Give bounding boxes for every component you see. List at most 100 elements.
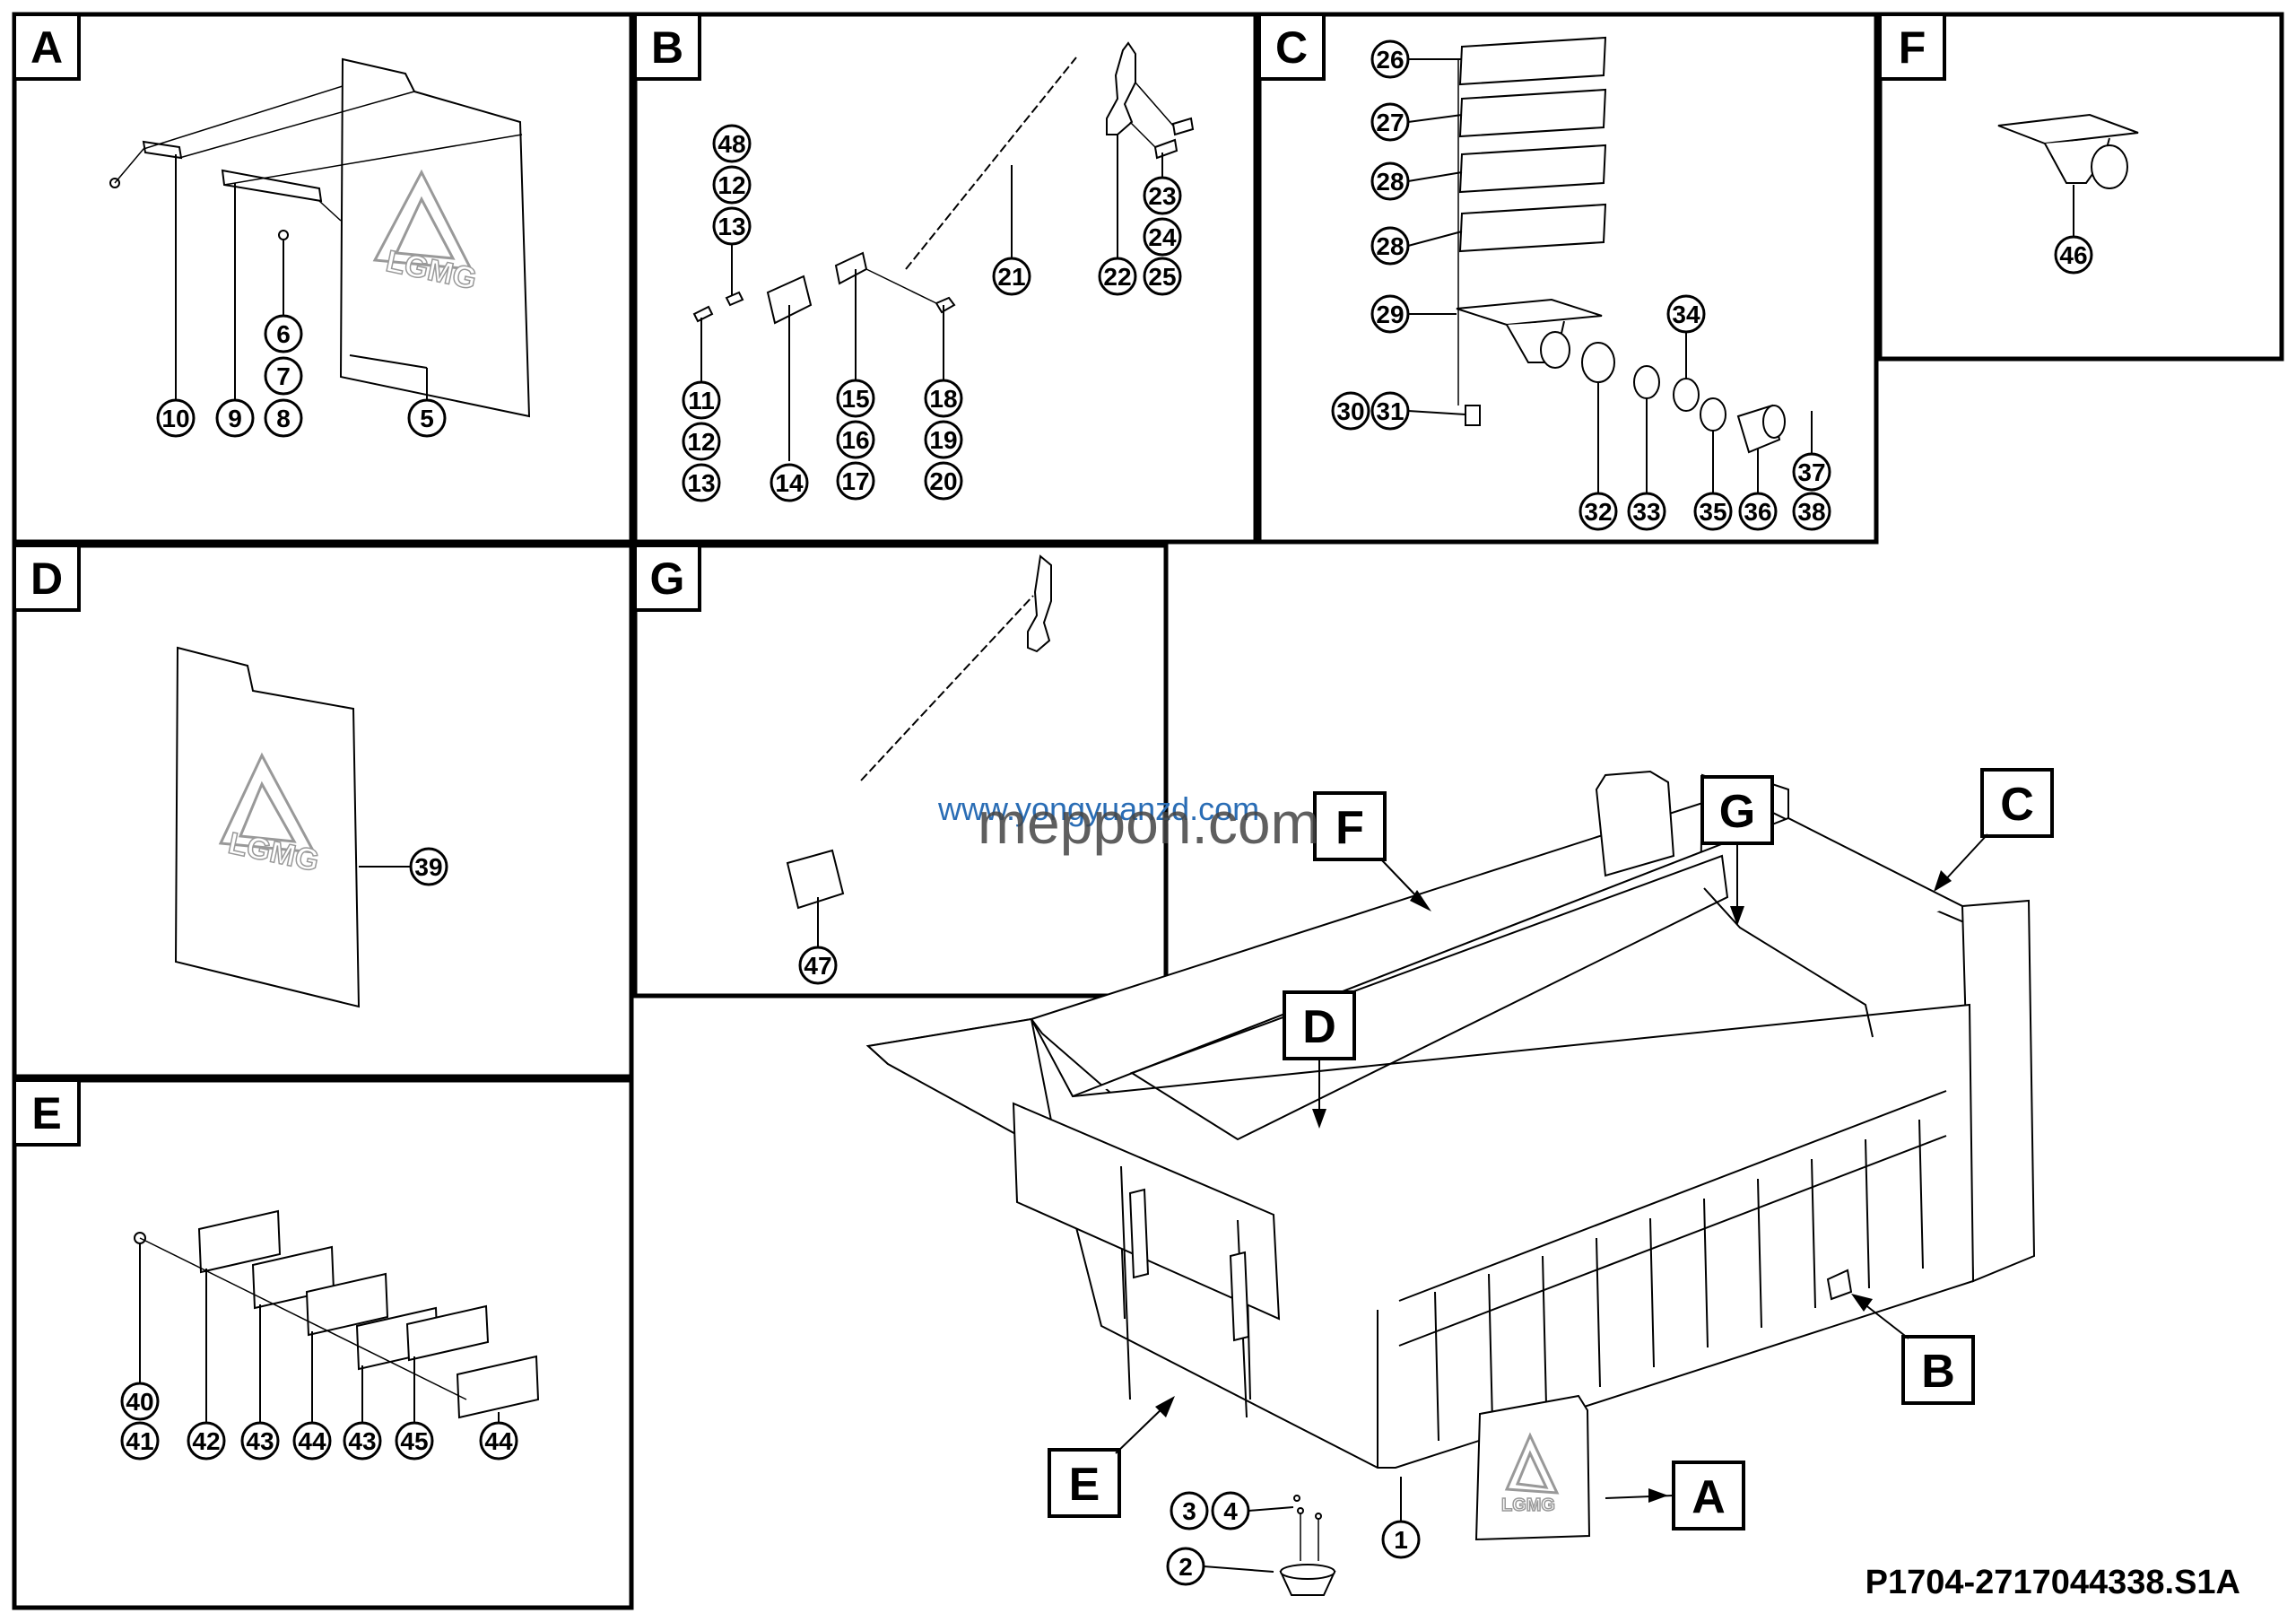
callout-44-a: 44	[292, 1421, 332, 1461]
callout-48: 48	[712, 124, 752, 163]
svg-text:7: 7	[276, 362, 291, 390]
svg-text:D: D	[1302, 1001, 1336, 1053]
svg-text:4: 4	[1223, 1497, 1238, 1525]
svg-text:36: 36	[1744, 498, 1771, 526]
callout-4: 4	[1211, 1491, 1250, 1530]
svg-text:37: 37	[1797, 458, 1825, 486]
svg-text:15: 15	[841, 385, 869, 413]
mud-flap-part	[339, 57, 531, 418]
svg-text:23: 23	[1148, 182, 1176, 210]
svg-text:32: 32	[1584, 498, 1612, 526]
callout-12-top: 12	[712, 165, 752, 205]
svg-text:39: 39	[414, 853, 442, 881]
panel-g-drawing	[786, 554, 1052, 947]
callout-6: 6	[264, 314, 303, 353]
svg-text:LGMG: LGMG	[1501, 1496, 1555, 1515]
svg-text:42: 42	[192, 1427, 220, 1455]
callout-18: 18	[924, 379, 963, 418]
svg-text:20: 20	[929, 467, 957, 495]
svg-text:12: 12	[687, 428, 715, 456]
svg-text:A: A	[30, 22, 63, 73]
callout-3: 3	[1170, 1491, 1209, 1530]
callout-11: 11	[682, 380, 721, 420]
callout-5: 5	[407, 398, 447, 438]
panel-e-frame	[12, 1077, 634, 1610]
svg-text:C: C	[2000, 779, 2034, 831]
callout-25: 25	[1143, 257, 1182, 296]
callout-13-top: 13	[712, 206, 752, 246]
svg-text:26: 26	[1376, 46, 1404, 74]
svg-text:11: 11	[688, 387, 715, 414]
panel-tag-b: B	[633, 13, 701, 81]
panel-c-frame	[1257, 12, 1879, 545]
watermark-brand: meppon.com	[978, 789, 1320, 856]
svg-text:1: 1	[1394, 1526, 1408, 1554]
callout-45: 45	[395, 1421, 434, 1461]
callout-21: 21	[992, 257, 1031, 296]
svg-text:G: G	[650, 554, 685, 604]
view-callout-a: A	[1605, 1461, 1745, 1530]
callout-28-top: 28	[1370, 161, 1410, 201]
svg-text:16: 16	[841, 426, 869, 454]
svg-text:5: 5	[420, 405, 434, 432]
callout-28-bottom: 28	[1370, 226, 1410, 266]
svg-text:17: 17	[841, 467, 869, 495]
bump-pad-2-part	[1203, 1495, 1336, 1596]
callout-22: 22	[1098, 257, 1137, 296]
callout-46: 46	[2054, 235, 2093, 275]
callout-12-bottom: 12	[682, 422, 721, 461]
callout-38: 38	[1792, 492, 1831, 531]
callout-9: 9	[215, 398, 255, 438]
panel-f-frame	[1877, 12, 2284, 362]
svg-text:22: 22	[1103, 263, 1131, 291]
callout-40: 40	[120, 1382, 160, 1421]
callout-20: 20	[924, 461, 963, 501]
callout-42: 42	[187, 1421, 226, 1461]
callout-24: 24	[1143, 217, 1182, 257]
svg-text:F: F	[1335, 802, 1364, 854]
callout-14: 14	[770, 463, 809, 502]
svg-text:46: 46	[2059, 241, 2087, 269]
svg-text:41: 41	[126, 1427, 153, 1455]
svg-text:6: 6	[276, 320, 291, 348]
callout-35: 35	[1693, 492, 1733, 531]
svg-text:13: 13	[718, 213, 745, 240]
callout-39: 39	[409, 847, 448, 886]
svg-text:21: 21	[997, 263, 1025, 291]
panel-a-drawing: LGMG	[109, 57, 531, 418]
mud-flap-39-part	[174, 646, 361, 1008]
washer-32-part	[1581, 342, 1615, 383]
ribs	[1434, 1119, 1924, 1442]
panel-c-drawing	[1407, 36, 1813, 493]
lgmg-logo-body: LGMG	[1500, 1432, 1560, 1516]
svg-text:28: 28	[1376, 232, 1404, 260]
callout-43-b: 43	[343, 1421, 382, 1461]
svg-text:47: 47	[804, 952, 831, 980]
callout-23: 23	[1143, 176, 1182, 215]
watermark-url: www.yongyuanzd.com	[937, 790, 1259, 827]
panel-tag-e: E	[13, 1078, 81, 1147]
panel-tag-c: C	[1257, 13, 1326, 81]
callout-43-a: 43	[240, 1421, 280, 1461]
svg-text:A: A	[1692, 1471, 1726, 1523]
callout-2: 2	[1166, 1547, 1205, 1586]
callout-47: 47	[798, 946, 838, 985]
svg-text:9: 9	[228, 405, 242, 432]
svg-text:18: 18	[929, 385, 957, 413]
callout-33: 33	[1627, 492, 1666, 531]
svg-text:F: F	[1899, 22, 1926, 73]
panel-d-drawing: LGMG	[174, 646, 411, 1008]
svg-text:B: B	[651, 22, 683, 73]
panel-b-drawing	[692, 41, 1195, 461]
panel-tag-a: A	[13, 13, 81, 81]
panel-tag-d: D	[13, 544, 81, 612]
view-callout-c: C	[1934, 768, 2054, 892]
svg-text:2: 2	[1178, 1553, 1193, 1581]
callout-13-bottom: 13	[682, 463, 721, 502]
svg-text:34: 34	[1672, 301, 1700, 328]
svg-text:13: 13	[687, 469, 715, 497]
svg-text:43: 43	[348, 1427, 376, 1455]
svg-text:35: 35	[1699, 498, 1726, 526]
svg-text:E: E	[31, 1088, 61, 1138]
